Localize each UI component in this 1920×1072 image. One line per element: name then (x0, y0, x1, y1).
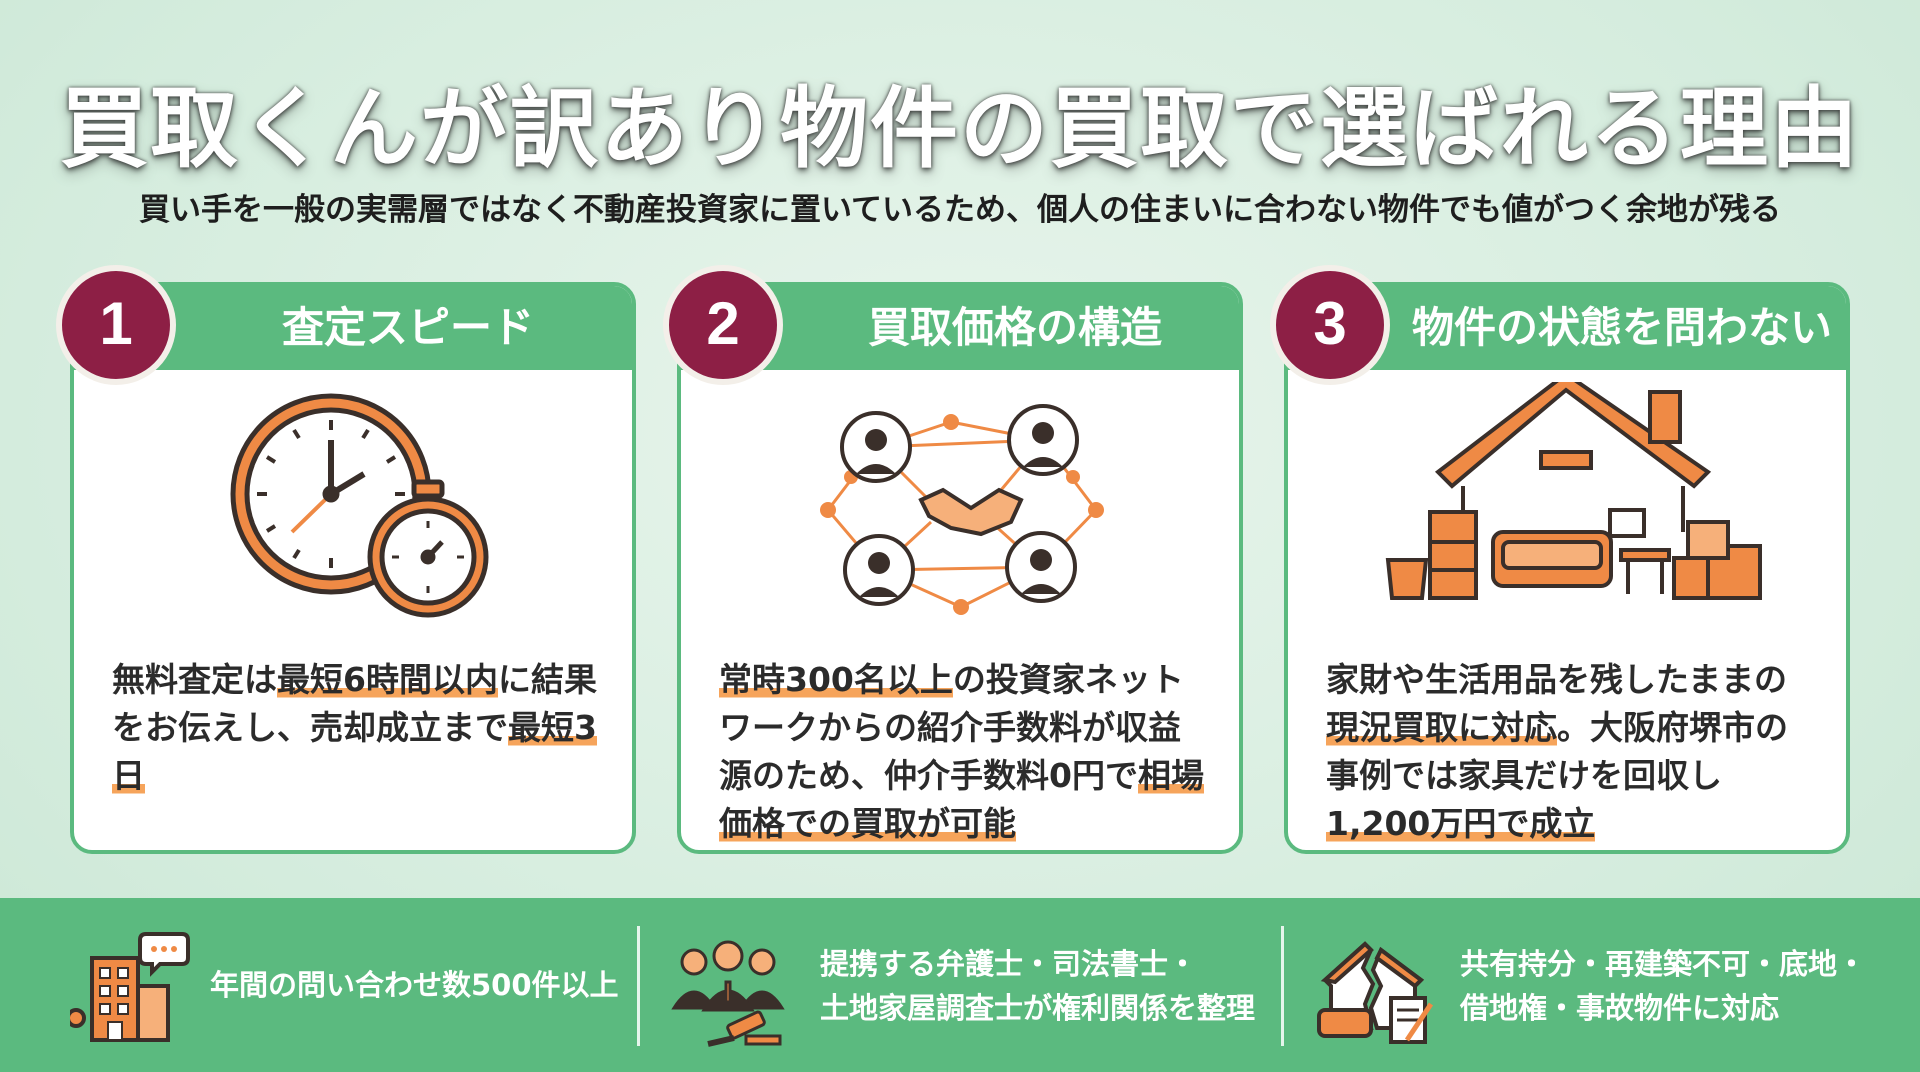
divider (1281, 926, 1284, 1046)
card-body: 家財や生活用品を残したままの現況買取に対応。大阪府堺市の事例では家具だけを回収し… (1326, 656, 1818, 848)
broken-house-document-icon (1317, 941, 1434, 1044)
card-body: 無料査定は最短6時間以内に結果をお伝えし、売却成立まで最短3日 (112, 656, 604, 800)
body-text: 家財や生活用品を残したままの (1326, 660, 1788, 699)
number-badge-2: 2 (663, 265, 783, 385)
highlighted-text: 常時300名以上 (719, 660, 953, 699)
feature-experts: 提携する弁護士・司法書士・ 土地家屋調査士が権利関係を整理 (660, 898, 1260, 1072)
feature-text-line1: 共有持分・再建築不可・底地・ (1460, 947, 1867, 981)
office-building-chat-icon (70, 932, 190, 1042)
reason-card-2: 買取価格の構造 常時300名以上の投資家ネットワークからの紹 (677, 282, 1243, 854)
feature-inquiries: 年間の問い合わせ数500件以上 (60, 898, 620, 1072)
number-badge-3: 3 (1270, 265, 1390, 385)
feature-property-types: 共有持分・再建築不可・底地・ 借地権・事故物件に対応 (1305, 898, 1885, 1072)
investor-network-handshake-icon (820, 404, 1104, 615)
body-text: の投資家ネットワークからの紹介手数料が収益源のため、仲介手数料0円で (719, 660, 1184, 795)
page-subtitle: 買い手を一般の実需層ではなく不動産投資家に置いているため、個人の住まいに合わない… (138, 192, 1782, 228)
bottom-feature-band: 年間の問い合わせ数500件以上 提携する弁護士・司法書士・ 土地家屋調査士が権利… (0, 898, 1920, 1072)
clock-stopwatch-icon (230, 393, 489, 618)
highlighted-text: 現況買取に対応 (1326, 708, 1557, 747)
card-title: 物件の状態を問わない (1411, 303, 1832, 352)
reason-card-3: 物件の状態を問わない 家財や生活用品を残したままの現況買取に対応。大阪府堺市の事… (1284, 282, 1850, 854)
feature-text-line2: 土地家屋調査士が権利関係を整理 (820, 991, 1256, 1025)
card-body: 常時300名以上の投資家ネットワークからの紹介手数料が収益源のため、仲介手数料0… (719, 656, 1211, 848)
body-text: 無料査定は (112, 660, 277, 699)
feature-text: 年間の問い合わせ数500件以上 (210, 968, 619, 1002)
house-with-furniture-icon (1385, 382, 1762, 600)
highlighted-text: 1,200万円で成立 (1326, 804, 1596, 843)
feature-text-line1: 提携する弁護士・司法書士・ (820, 947, 1198, 981)
card-title: 買取価格の構造 (867, 303, 1162, 352)
body-text: 。大阪府堺市の事例では家具だけを回収し (1326, 708, 1788, 795)
page-title: 買取くんが訳あり物件の買取で選ばれる理由 (59, 77, 1860, 180)
feature-text-line2: 借地権・事故物件に対応 (1460, 991, 1780, 1025)
highlighted-text: 最短6時間以内 (277, 660, 498, 699)
body-text: に結果をお伝えし、売却成立まで (112, 660, 597, 747)
number-badge-1: 1 (56, 265, 176, 385)
lawyers-gavel-icon (671, 940, 785, 1047)
card-title: 査定スピード (281, 303, 534, 352)
divider (637, 926, 640, 1046)
